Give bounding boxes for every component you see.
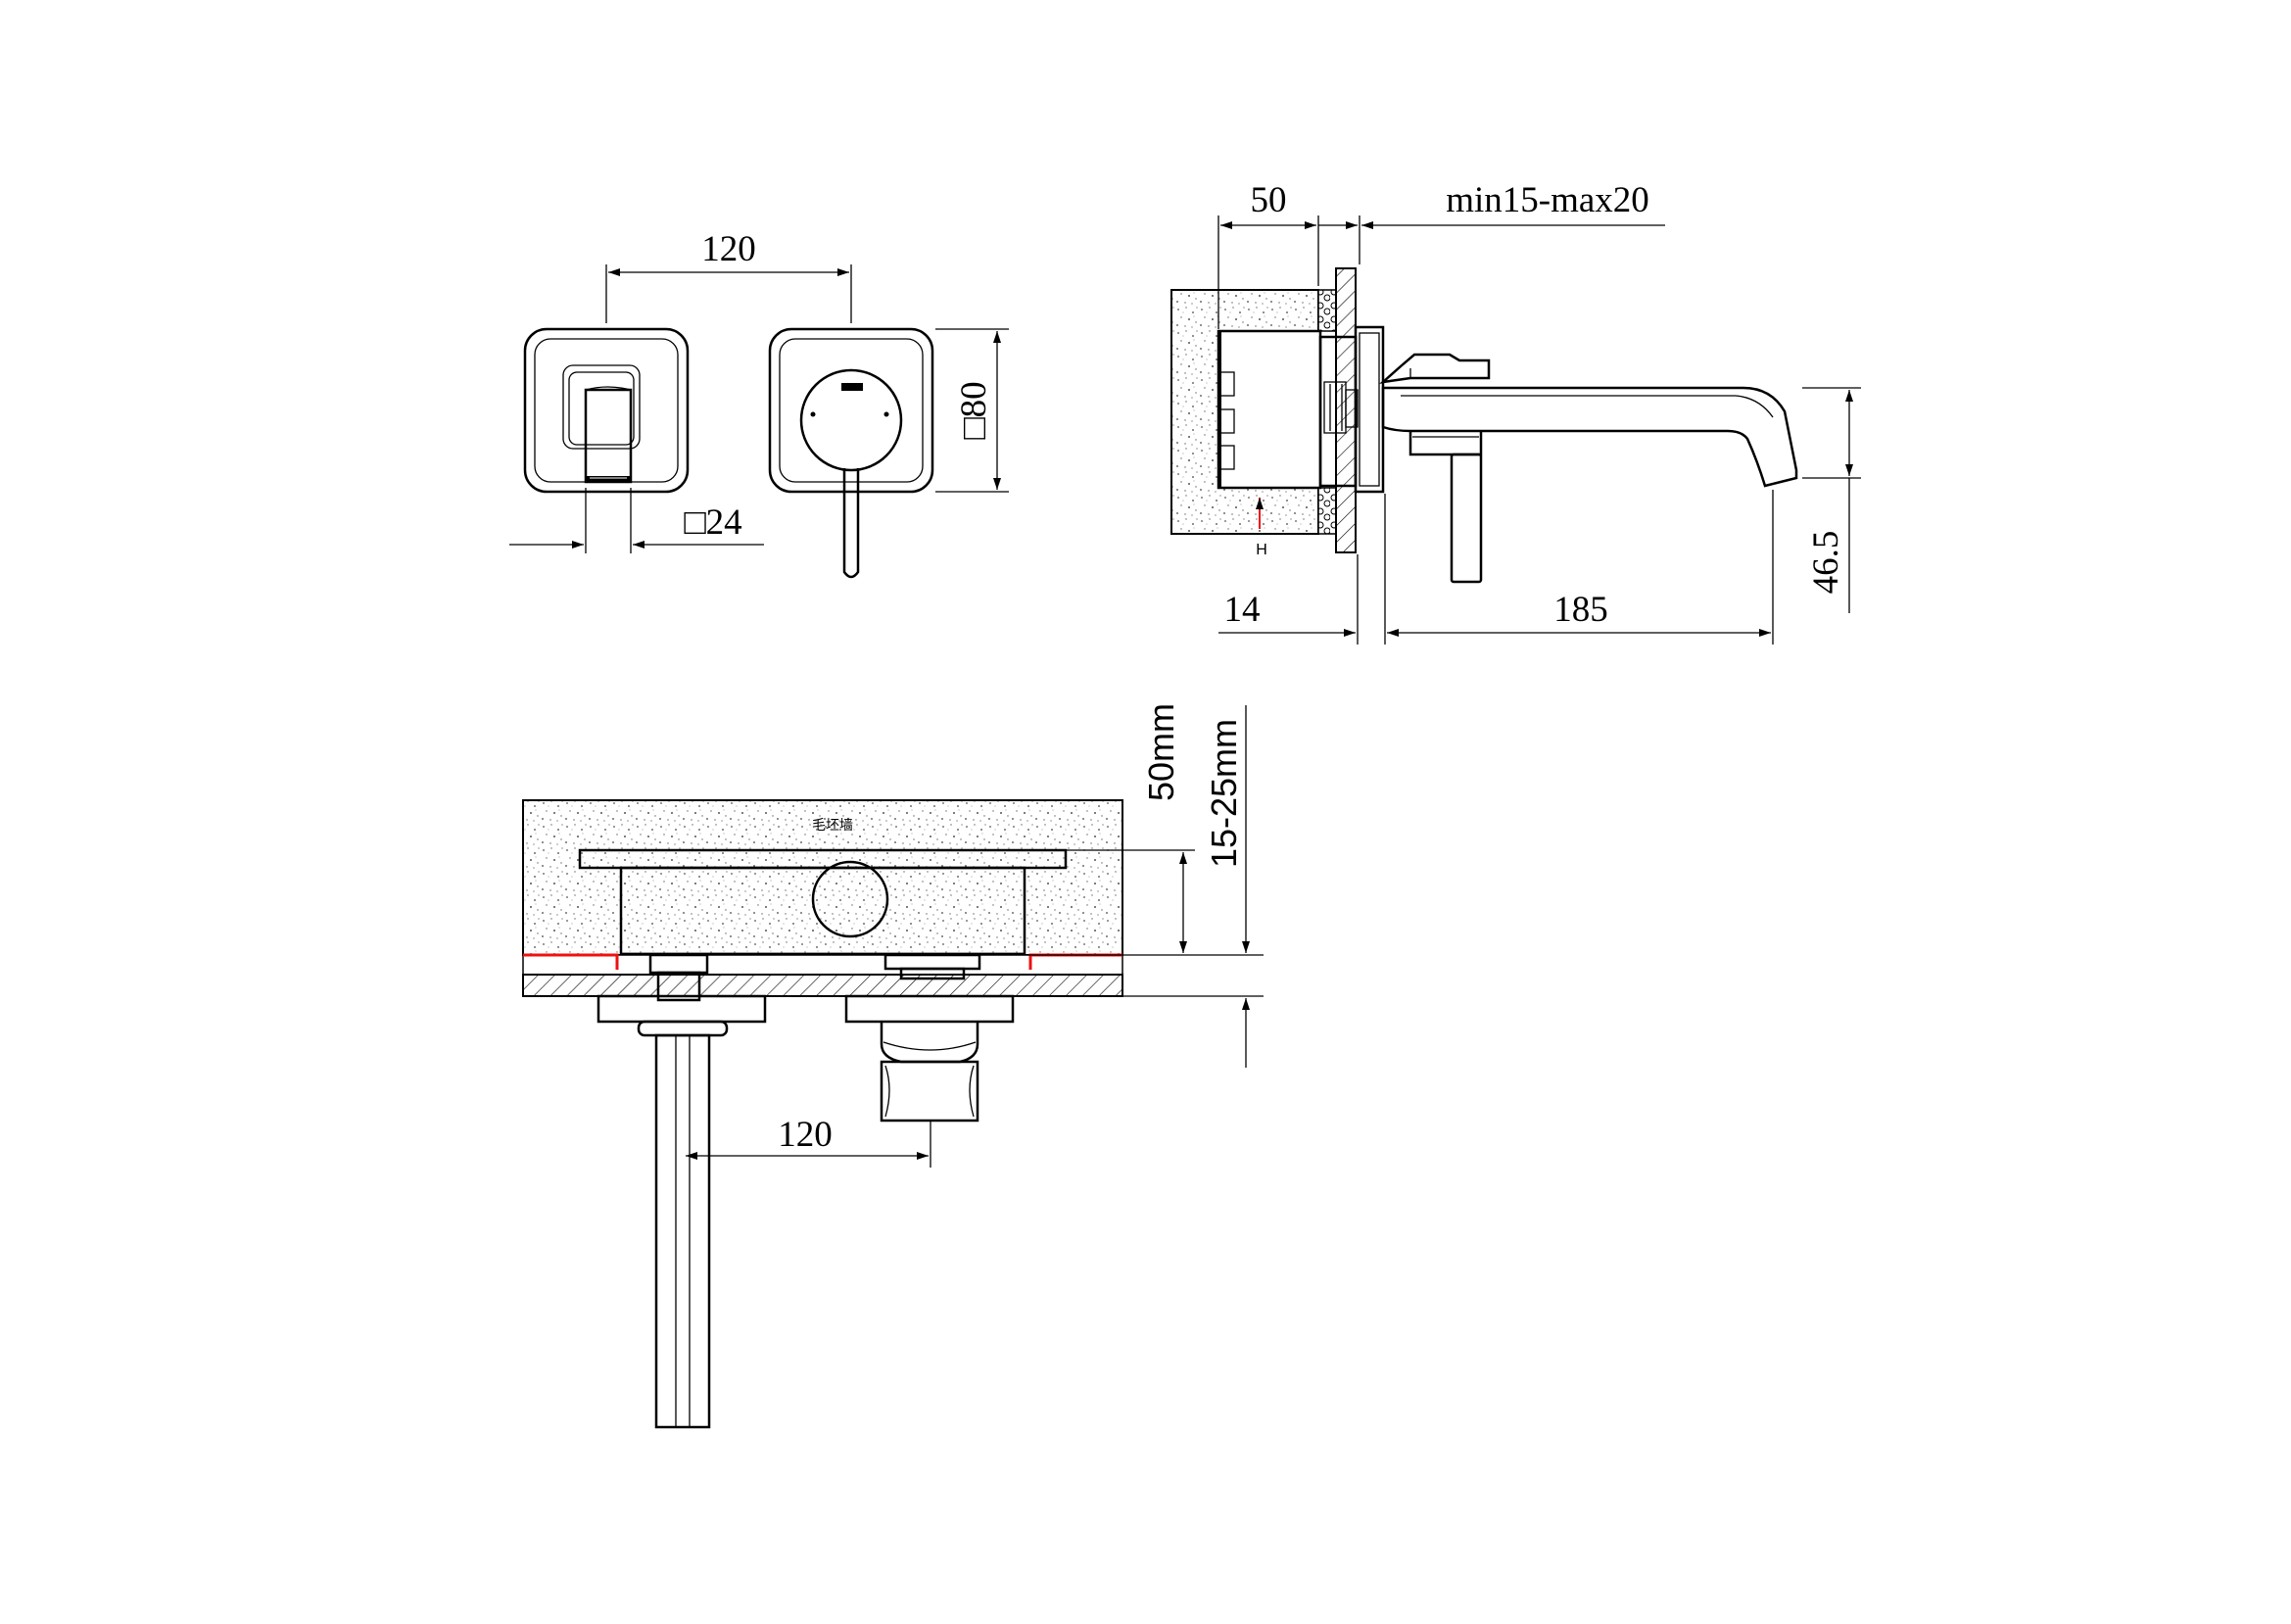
front-view: 120 □24 □80 <box>509 229 1009 579</box>
lever-side <box>1450 453 1483 584</box>
dim-side-depth-label: 50 <box>1251 180 1287 220</box>
dim-plate-size-label: □80 <box>954 381 994 439</box>
dim-install-spacing-label: 120 <box>778 1115 833 1155</box>
dim-outlet-size: □24 <box>509 488 764 553</box>
aerator <box>586 476 631 483</box>
spout-plate <box>523 327 690 494</box>
dim-install-finish: 15-25mm <box>1122 705 1264 1068</box>
concealed-valve <box>578 848 1068 1002</box>
dim-front-spacing-label: 120 <box>701 229 756 269</box>
dim-install-spacing: 120 <box>686 1115 931 1168</box>
dim-spout-height: 46.5 <box>1802 387 1861 613</box>
dim-install-depth: 50mm <box>1028 703 1264 956</box>
lever-handle <box>842 468 860 579</box>
inlet-marker: H <box>1256 498 1267 558</box>
dim-plate-size: □80 <box>935 328 1009 493</box>
dim-install-finish-label: 15-25mm <box>1204 719 1244 868</box>
inlet-label: H <box>1256 542 1267 558</box>
rough-wall-block <box>522 799 1123 956</box>
dim-install-depth-label: 50mm <box>1141 703 1181 801</box>
tile-layer <box>522 974 1123 997</box>
dim-wall-range: min15-max20 <box>1318 180 1665 264</box>
install-view: 毛坯墙 <box>522 703 1264 1429</box>
dim-side-depth: 50 <box>1217 180 1319 329</box>
tile-adhesive-layer <box>522 954 1123 976</box>
finish-line-left <box>523 953 619 970</box>
dim-offset-label: 14 <box>1224 590 1261 630</box>
dim-front-spacing: 120 <box>605 229 852 323</box>
install-spout <box>597 994 767 1429</box>
dim-spout-height-label: 46.5 <box>1806 531 1846 595</box>
rough-wall-section <box>1170 267 1357 553</box>
dim-outlet-size-label: □24 <box>684 502 741 543</box>
valve-body <box>1217 329 1359 490</box>
dim-wall-range-label: min15-max20 <box>1446 180 1649 220</box>
install-mixer <box>844 994 1015 1122</box>
dim-projection-label: 185 <box>1553 590 1608 630</box>
side-view: H 50 min15-max20 14 185 <box>1170 180 1861 645</box>
mixer-plate <box>768 327 934 579</box>
rough-wall-text: 毛坯墙 <box>812 817 853 833</box>
spout-side <box>1379 353 1798 584</box>
brand-logo-icon <box>841 383 863 391</box>
dim-side-projection: 14 185 <box>1218 490 1774 645</box>
